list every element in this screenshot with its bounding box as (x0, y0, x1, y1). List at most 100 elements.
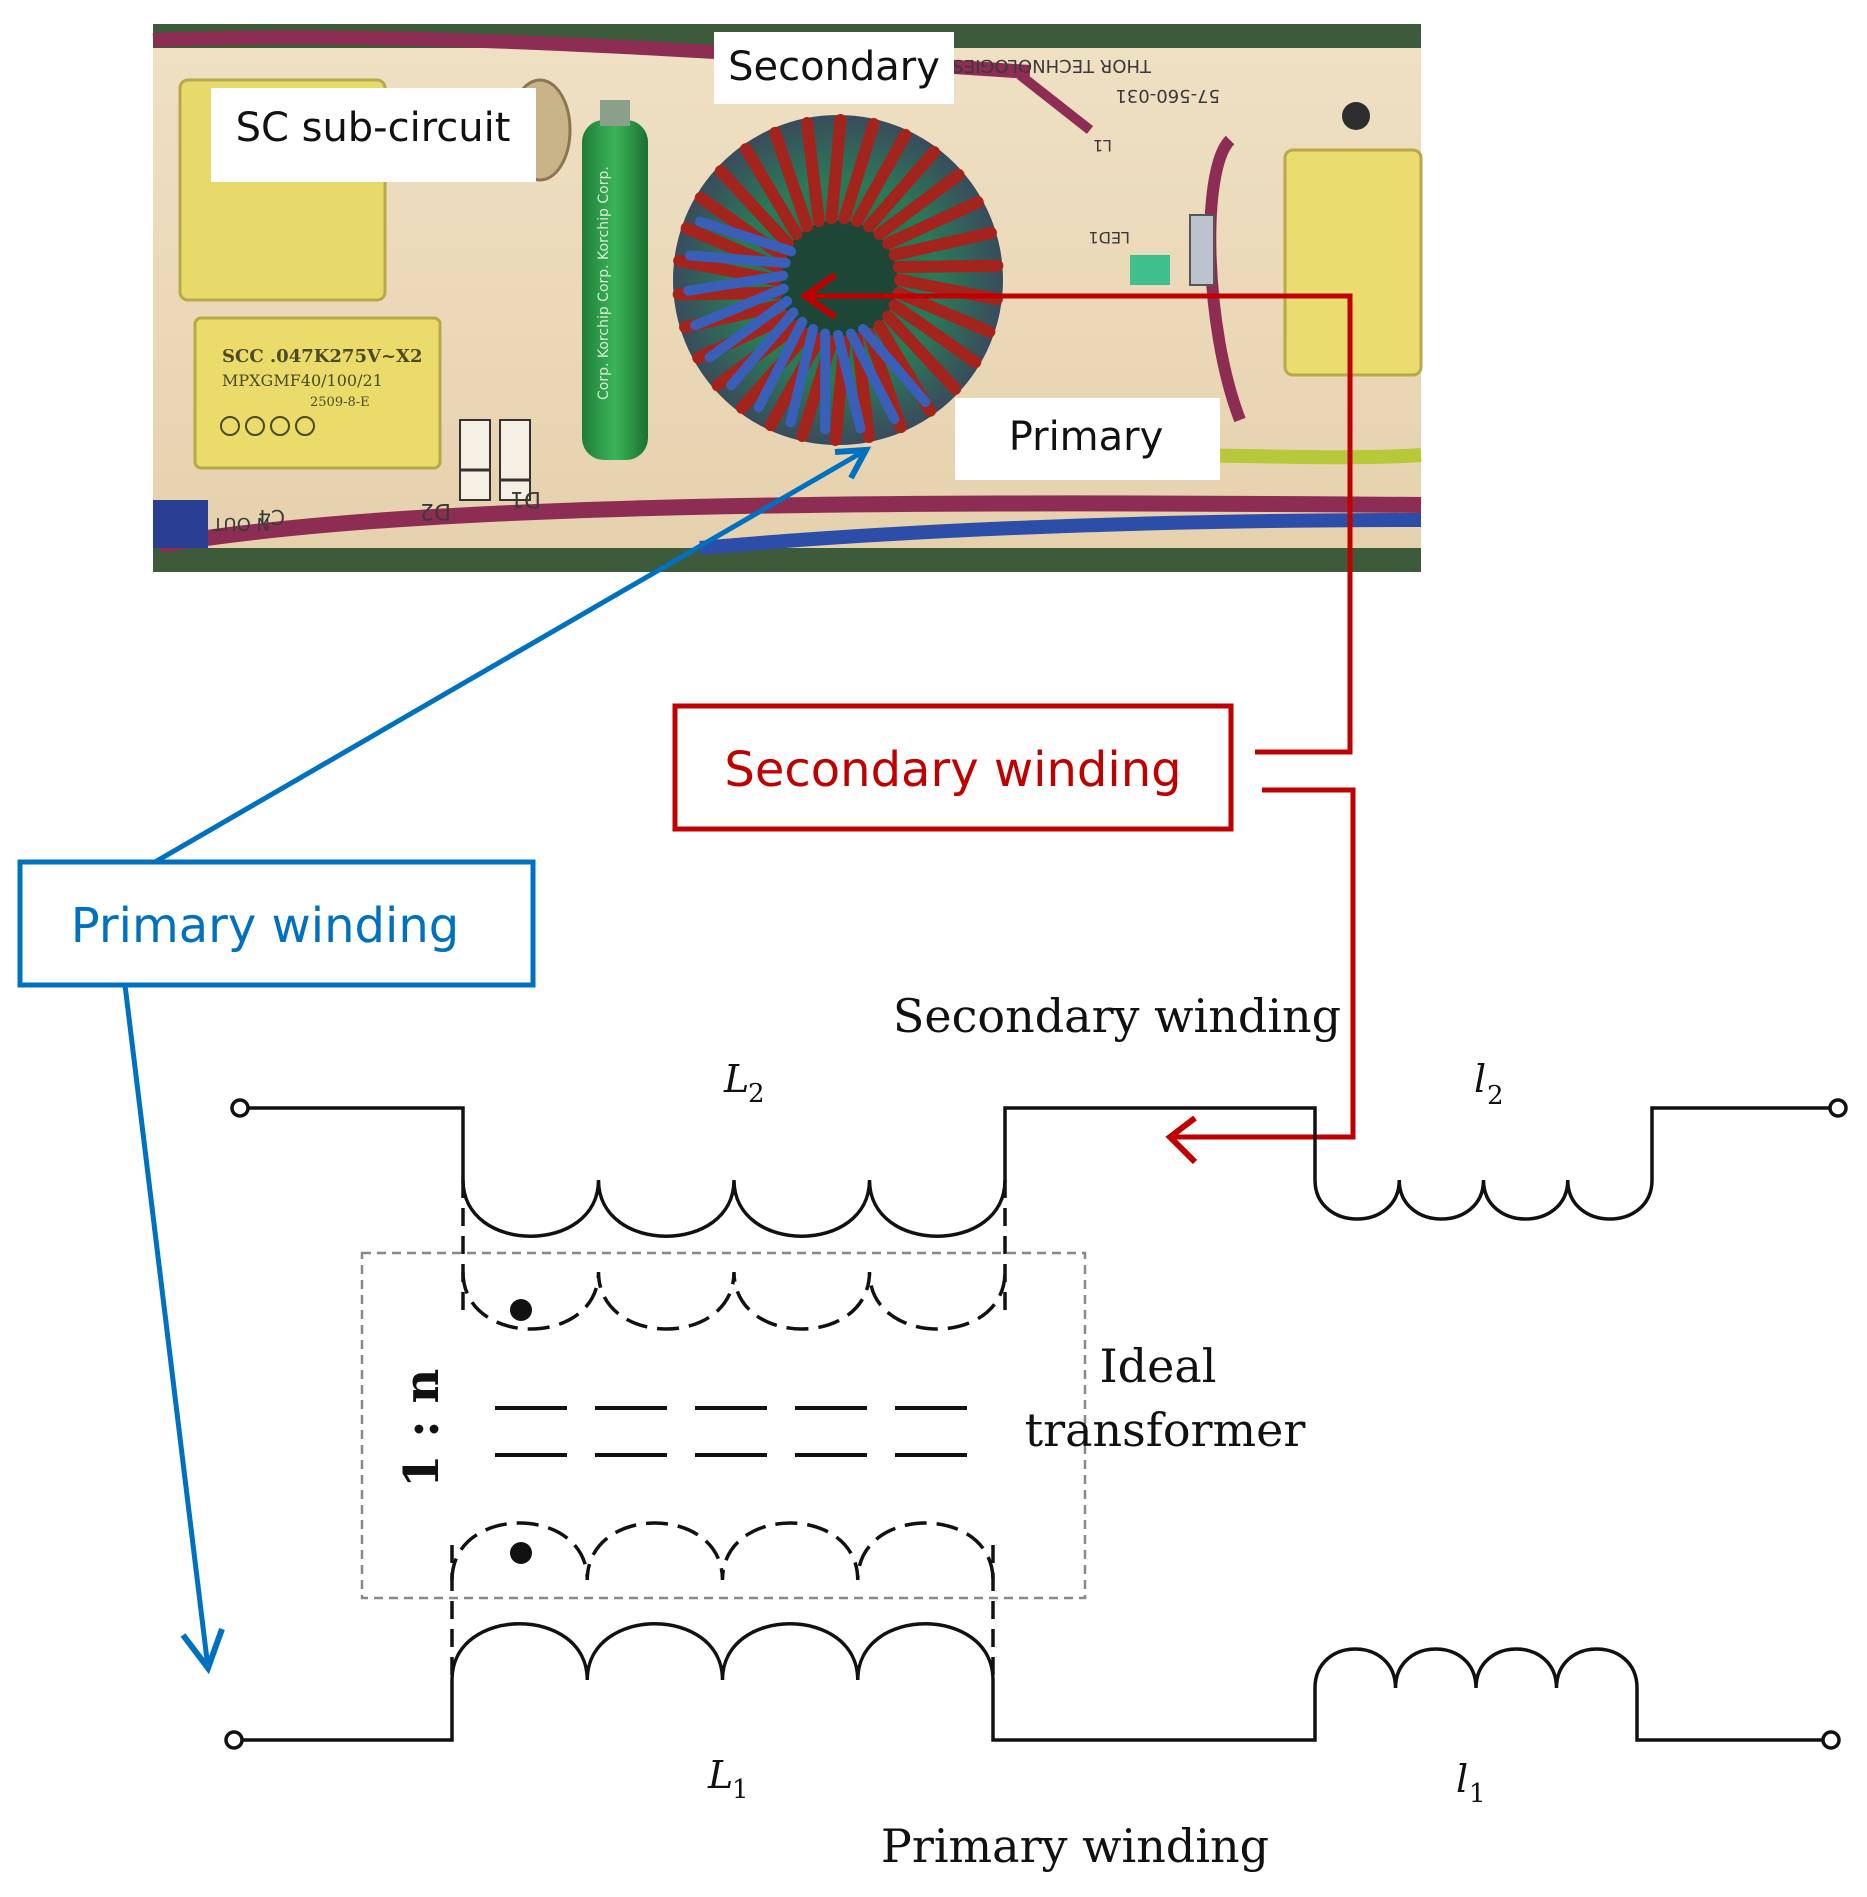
copper-turn (863, 146, 941, 233)
copper-turn (888, 299, 982, 369)
turns-ratio-label: 1 : n (394, 1369, 450, 1488)
photo-label-primary: Primary (955, 398, 1220, 480)
terminal-bottom-left (224, 1730, 244, 1750)
terminal-top-right (1828, 1098, 1848, 1118)
board-label-led1: LED1 (1088, 228, 1130, 247)
left-wire-clip (153, 500, 208, 548)
blue-turn (753, 316, 808, 413)
primary-schematic-arrowhead (180, 1627, 225, 1675)
capacitor-c4: SCC .047K275V~X2 MPXGMF40/100/21 2509-8-… (193, 316, 442, 470)
cap-line3: 2509-8-E (310, 395, 370, 410)
copper-turn (892, 259, 1004, 274)
primary-schematic-arrow (122, 984, 211, 1669)
photo-label-sc-subcircuit: SC sub-circuit (211, 88, 536, 182)
cap-line1: SCC .047K275V~X2 (222, 346, 423, 367)
photo-label-primary-text: Primary (1009, 414, 1164, 460)
primary-photo-arrow (153, 447, 868, 865)
secondary-wire-left (248, 1106, 465, 1180)
primary-blue-winding (683, 216, 931, 435)
copper-turn (739, 143, 803, 240)
secondary-schematic-arrowhead (1165, 1115, 1198, 1165)
top-right-red-wire (1016, 71, 1094, 134)
photo-label-secondary: Secondary (714, 32, 954, 104)
copper-turn (882, 310, 962, 395)
board-label-c4: C4 (258, 505, 285, 529)
copper-turn (838, 118, 880, 225)
primary-callout: Primary winding (17, 446, 872, 1675)
secondary-schematic-arrow (1170, 787, 1356, 1140)
ideal-transformer-label-line1: Ideal (1100, 1339, 1217, 1393)
blue-turn (785, 324, 819, 428)
led (1130, 255, 1170, 285)
schematic-primary-label: Primary winding (881, 1819, 1269, 1873)
secondary-photo-arrowhead (799, 272, 837, 320)
blue-turn (690, 283, 789, 331)
board-label-n-out: N OUT (211, 513, 270, 534)
secondary-photo-arrow (805, 293, 1353, 755)
copper-turn (801, 117, 825, 228)
diodes (459, 419, 531, 501)
schematic-labels: Secondary winding Primary winding L 2 l … (394, 989, 1504, 1873)
blue-turn (833, 330, 866, 434)
label-l2: l (1474, 1057, 1486, 1101)
terminal-top-left (230, 1098, 250, 1118)
capacitor-c1 (1283, 148, 1423, 377)
polarity-dot-primary (510, 1542, 532, 1564)
board-company-text: THOR TECHNOLOGIES (952, 55, 1152, 76)
copper-turn (882, 196, 984, 250)
blue-turn (845, 328, 900, 424)
blue-turn (726, 307, 799, 391)
schematic (224, 1098, 1848, 1750)
label-L1: L (707, 1753, 733, 1797)
primary-photo-arrowhead (834, 446, 872, 480)
cap-line2: MPXGMF40/100/21 (222, 371, 383, 390)
board-label-d2: D2 (420, 498, 451, 523)
l1-inductor (1313, 1647, 1639, 1689)
blue-turn (683, 270, 789, 296)
secondary-wire-right (1650, 1106, 1830, 1180)
terminal-bottom-right (1821, 1730, 1841, 1750)
label-L1-subscript: 1 (732, 1775, 749, 1805)
blue-turn (857, 324, 931, 407)
secondary-callout-box (672, 703, 1234, 832)
board-label-l1: L1 (1093, 136, 1112, 155)
primary-wire-left (242, 1680, 454, 1742)
l2-inductor (1313, 1179, 1654, 1221)
primary-callout-box (17, 859, 536, 988)
L2-inductor (461, 1179, 1007, 1238)
ideal-secondary-coil (461, 1271, 1007, 1331)
led-resistor (1189, 214, 1215, 286)
primary-wire-right (1635, 1688, 1823, 1742)
L1-inductor (450, 1622, 995, 1681)
blue-turn (685, 250, 791, 269)
ideal-primary-coil (450, 1521, 995, 1581)
copper-turn (825, 114, 847, 225)
primary-callout-text: Primary winding (71, 898, 459, 954)
label-l2-subscript: 2 (1487, 1081, 1504, 1111)
board-part-number: 57-560-031 (1115, 85, 1220, 106)
label-l1-subscript: 1 (1469, 1779, 1486, 1809)
blue-turn (704, 296, 793, 363)
secondary-callout-text: Secondary winding (724, 742, 1181, 798)
label-L2-subscript: 2 (748, 1079, 765, 1109)
board-label-d1: D1 (510, 486, 541, 511)
copper-turn (892, 286, 996, 338)
copper-turn (873, 168, 965, 240)
secondary-callout: Secondary winding (672, 272, 1356, 1165)
photo-label-sc-subcircuit-text: SC sub-circuit (236, 105, 511, 151)
schematic-secondary-label: Secondary winding (893, 989, 1341, 1043)
copper-turn (769, 126, 813, 233)
primary-wire-mid (991, 1680, 1317, 1742)
mounting-hole (1342, 102, 1370, 130)
copper-turn (888, 226, 997, 261)
bottom-blue-wire (699, 513, 1422, 555)
polarity-dot-secondary (510, 1299, 532, 1321)
copper-turn (851, 128, 912, 228)
capacitor-c2: Corp. Korchip Corp. Korchip Corp. (582, 100, 648, 460)
capacitor-vendor-text: Corp. Korchip Corp. Korchip Corp. (596, 166, 612, 400)
blue-turn (694, 216, 797, 257)
label-L2: L (723, 1057, 749, 1101)
ideal-transformer-label-line2: transformer (1025, 1403, 1306, 1457)
ideal-transformer-box (360, 1251, 1087, 1600)
label-l1: l (1456, 1757, 1468, 1801)
